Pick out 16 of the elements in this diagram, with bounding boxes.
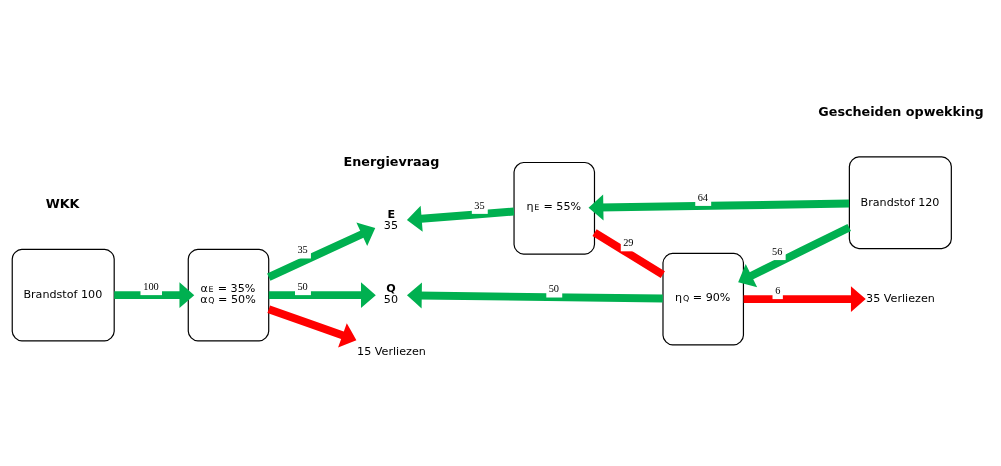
node-text: E 35 [383, 208, 398, 233]
label: WKK [45, 196, 80, 212]
edge-label: 35 [297, 244, 308, 256]
node-text: 15 Verliezen [357, 345, 426, 359]
edge-label: 50 [297, 280, 308, 292]
node-text: Q 50 [383, 282, 398, 307]
edge-label: 64 [697, 191, 708, 203]
label: Energievraag [343, 153, 440, 169]
edge-label: 35 [474, 199, 485, 211]
edge-label: 6 [775, 284, 781, 296]
node-text: 35 Verliezen [866, 292, 935, 306]
label: Gescheiden opwekking [818, 103, 984, 119]
edge-label: 100 [143, 280, 159, 292]
edge-label: 29 [623, 237, 634, 249]
edge-label: 50 [548, 283, 560, 295]
edge-label: 56 [772, 245, 783, 257]
